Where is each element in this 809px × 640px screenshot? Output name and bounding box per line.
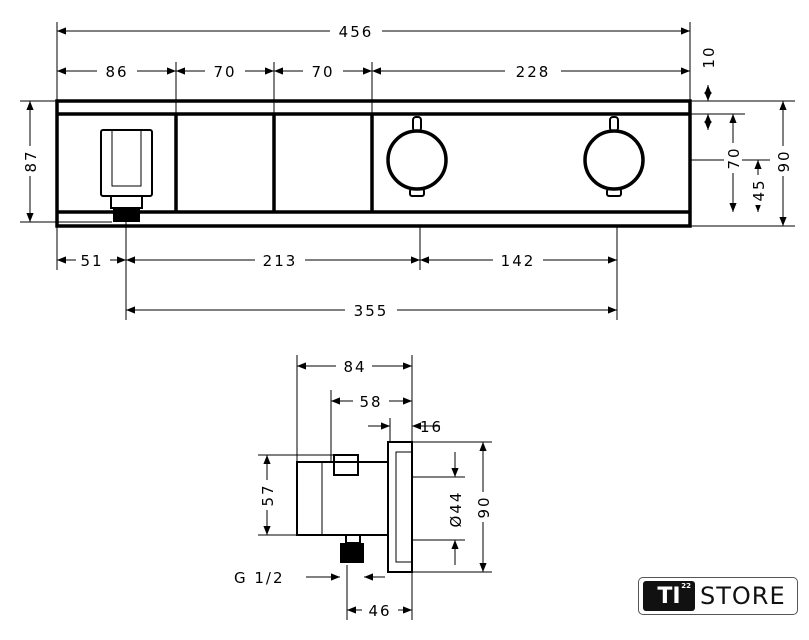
dim-segment-4: 228	[516, 63, 551, 81]
thermostat-knob	[386, 116, 448, 197]
dim-depth-body: 58	[359, 393, 382, 411]
front-view	[55, 99, 692, 228]
dim-bottom-2: 213	[263, 252, 298, 270]
dim-overall-width: 456	[339, 23, 374, 41]
dim-bottom-1: 51	[80, 252, 103, 270]
dim-segment-1: 86	[105, 63, 128, 81]
dim-knob-height: 45	[750, 178, 768, 201]
logo-text: STORE	[700, 582, 786, 610]
dim-plate-thickness: 16	[420, 418, 443, 436]
dim-top-offset: 10	[700, 45, 718, 68]
hand-shower-holder	[100, 129, 153, 222]
dim-thread-offset: 46	[368, 602, 391, 620]
dim-knob-diameter: Ø44	[447, 491, 465, 528]
volume-knob	[583, 116, 645, 197]
dim-segment-3: 70	[311, 63, 334, 81]
dim-bottom-3: 142	[501, 252, 536, 270]
logo-superscript: 22	[681, 582, 691, 590]
side-view	[296, 441, 413, 573]
dim-right-height: 90	[775, 149, 793, 172]
front-dimension-labels: 456 86 70 70 228 10 87 90 70 45 51 213 1…	[21, 22, 793, 320]
dim-depth-total: 84	[343, 358, 366, 376]
dim-inner-height: 70	[725, 146, 743, 169]
logo-mark-text: TI	[657, 583, 681, 609]
dim-segment-2: 70	[213, 63, 236, 81]
dim-left-height: 87	[22, 149, 40, 172]
dim-body-height: 57	[259, 483, 277, 506]
dim-plate-height: 90	[475, 495, 493, 518]
side-dimension-labels: 84 58 16 57 Ø44 90 G 1/2 46	[234, 357, 493, 620]
dim-bottom-span: 355	[354, 302, 389, 320]
dim-thread: G 1/2	[234, 569, 285, 587]
